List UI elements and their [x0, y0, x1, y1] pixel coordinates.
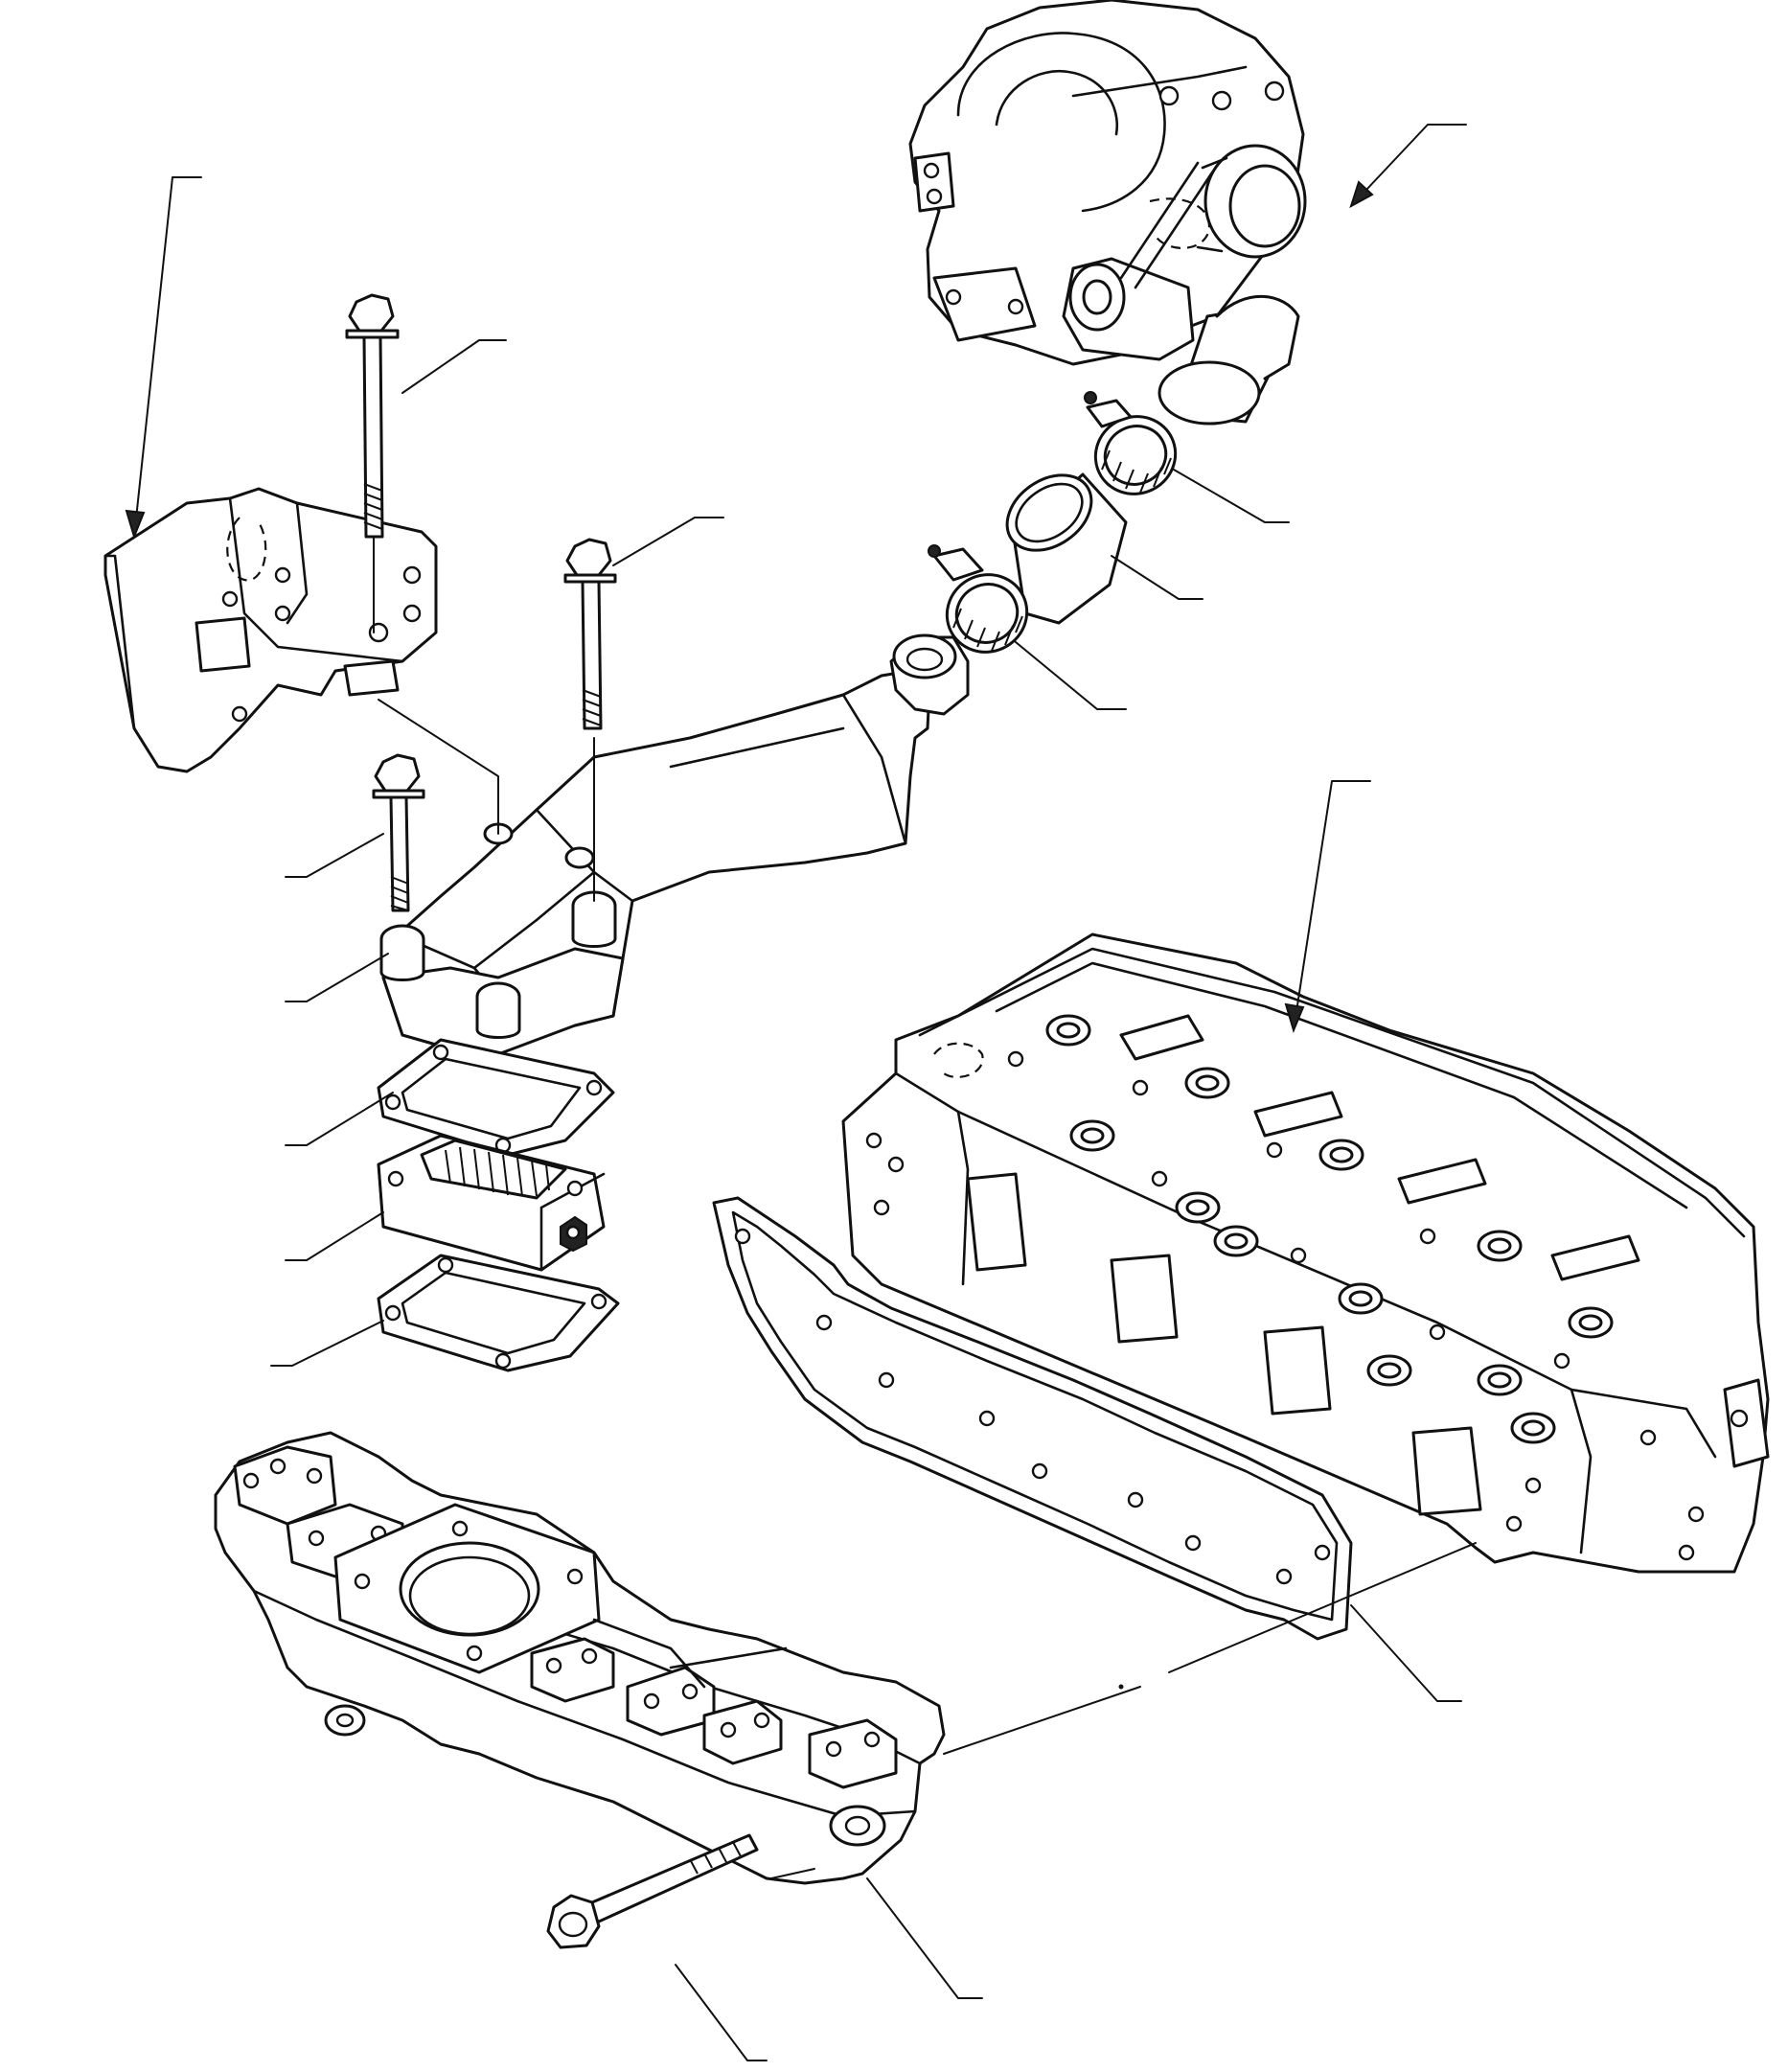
long-flange-bolt-bracket — [345, 293, 400, 539]
long-flange-bolt-elbow — [563, 538, 617, 730]
lower-gasket — [377, 1254, 620, 1372]
leader-lines — [125, 124, 1477, 2061]
air-intake-elbow — [379, 633, 970, 1056]
hose-clamp-upper — [1084, 391, 1178, 495]
rubber-hose — [1005, 472, 1128, 625]
short-flange-bolt — [372, 753, 425, 912]
cylinder-head — [841, 932, 1770, 1574]
upper-gasket — [377, 1038, 615, 1157]
manifold-gasket — [712, 1196, 1353, 1641]
hose-clamp-lower — [928, 544, 1029, 654]
intake-heater — [377, 1134, 606, 1272]
intake-manifold — [214, 1431, 946, 1885]
mounting-bracket — [103, 487, 438, 773]
turbocharger — [908, 0, 1307, 426]
manifold-bolt — [546, 1833, 759, 1949]
